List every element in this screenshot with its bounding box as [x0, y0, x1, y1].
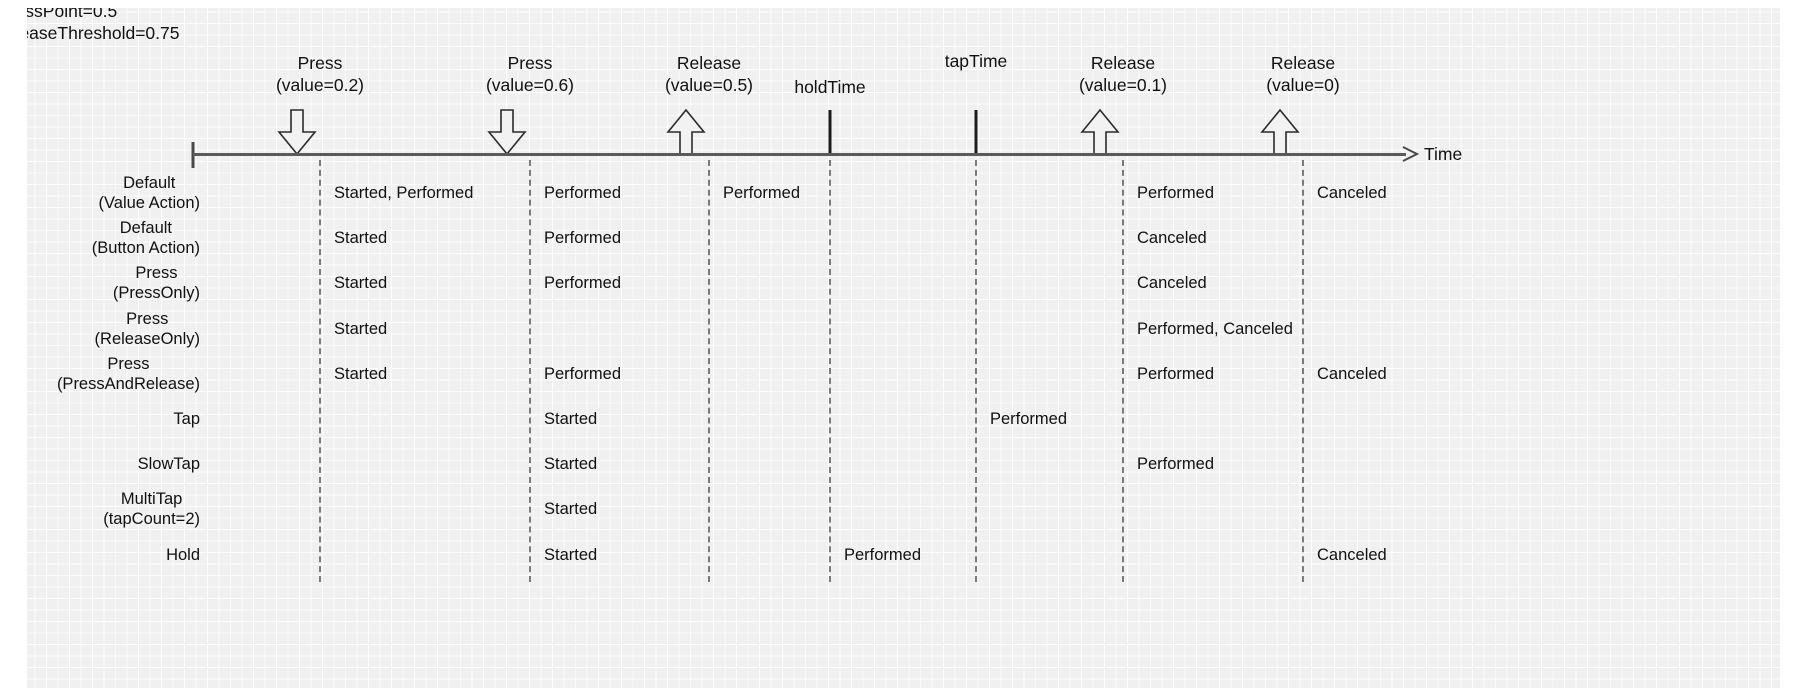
- event-label-release-3: Release (value=0): [1266, 53, 1340, 95]
- guide-line-press-2: [529, 160, 531, 582]
- arrow-down-icon-press-2: [487, 109, 553, 156]
- arrow-down-icon-press-1: [277, 109, 343, 156]
- cell-hold-release-3: Canceled: [1317, 545, 1387, 564]
- row-label-tap: Tap: [173, 410, 200, 428]
- arrow-up-icon-release-3: [1260, 108, 1326, 156]
- time-axis-arrow-icon: [1402, 145, 1420, 168]
- cell-press-pressonly-release-2: Canceled: [1137, 274, 1207, 293]
- arrow-up-icon-release-2: [1080, 108, 1146, 156]
- guide-line-taptime: [975, 160, 977, 582]
- event-label-release-2: Release (value=0.1): [1078, 53, 1168, 95]
- guide-line-press-1: [319, 160, 321, 582]
- cell-tap-taptime: Performed: [990, 410, 1068, 428]
- row-label-press-releaseonly: Press (ReleaseOnly): [94, 309, 200, 348]
- event-label-press-1: Press (value=0.2): [275, 53, 365, 95]
- cell-default-value-action-press-1: Started, Performed: [334, 184, 474, 202]
- cell-default-value-action-release-3: Canceled: [1317, 184, 1387, 202]
- cell-default-button-action-press-2: Performed: [544, 229, 622, 248]
- cell-press-pressandrelease-press-1: Started: [334, 364, 388, 383]
- arrow-up-icon-release-1: [666, 108, 732, 156]
- row-label-default-button-action: Default (Button Action): [91, 219, 200, 258]
- guide-line-release-1: [708, 160, 710, 582]
- row-label-press-pressandrelease: Press (PressAndRelease): [56, 354, 200, 393]
- cell-default-value-action-press-2: Performed: [544, 184, 622, 202]
- row-label-slowtap: SlowTap: [137, 455, 200, 474]
- page-edge-bottom: [0, 688, 1800, 700]
- cell-multitap-press-2: Started: [544, 500, 598, 519]
- row-label-multitap: MultiTap (tapCount=2): [103, 490, 200, 529]
- event-label-taptime: tapTime: [944, 51, 1008, 71]
- cell-tap-press-2: Started: [544, 410, 598, 428]
- guide-line-release-3: [1302, 160, 1304, 582]
- tick-marker-holdtime: [828, 110, 832, 155]
- event-label-release-1: Release (value=0.5): [664, 53, 754, 95]
- cell-press-releaseonly-release-2: Performed, Canceled: [1137, 319, 1293, 338]
- cell-hold-press-2: Started: [544, 545, 598, 564]
- time-axis-label: Time: [1424, 144, 1463, 164]
- cell-press-pressandrelease-press-2: Performed: [544, 364, 622, 383]
- guide-line-release-2: [1122, 160, 1124, 582]
- tick-marker-taptime: [974, 110, 978, 155]
- event-label-holdtime: holdTime: [794, 77, 866, 97]
- time-axis-line: [193, 153, 1406, 156]
- page-edge-left: [0, 0, 27, 700]
- cell-press-releaseonly-press-1: Started: [334, 319, 388, 338]
- cell-slowtap-release-2: Performed: [1137, 455, 1215, 474]
- row-label-default-value-action: Default (Value Action): [98, 174, 201, 212]
- row-label-hold: Hold: [166, 545, 200, 564]
- cell-default-value-action-release-1: Performed: [723, 184, 801, 202]
- cell-press-pressandrelease-release-3: Canceled: [1317, 364, 1387, 383]
- cell-hold-holdtime: Performed: [844, 545, 922, 564]
- cell-default-button-action-press-1: Started: [334, 229, 388, 248]
- cell-default-button-action-release-2: Canceled: [1137, 229, 1207, 248]
- cell-press-pressonly-press-2: Performed: [544, 274, 622, 293]
- event-label-press-2: Press (value=0.6): [485, 53, 575, 95]
- row-label-press-pressonly: Press (PressOnly): [112, 264, 200, 303]
- parameters-note: pressPoint=0.5 releaseThreshold=0.75: [0, 1, 180, 43]
- cell-press-pressandrelease-release-2: Performed: [1137, 364, 1215, 383]
- cell-slowtap-press-2: Started: [544, 455, 598, 474]
- page-edge-right: [1780, 0, 1800, 700]
- cell-press-pressonly-press-1: Started: [334, 274, 388, 293]
- cell-default-value-action-release-2: Performed: [1137, 184, 1215, 202]
- guide-line-holdtime: [829, 160, 831, 582]
